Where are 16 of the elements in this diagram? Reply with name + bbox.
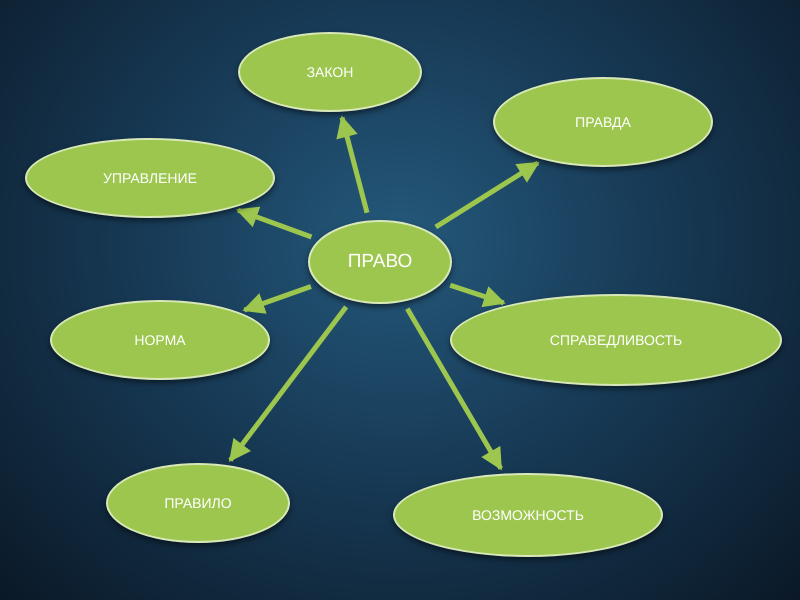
node-label: ВОЗМОЖНОСТЬ	[472, 507, 584, 523]
node-label: НОРМА	[134, 332, 186, 348]
arrow	[242, 284, 312, 314]
node-label: ЗАКОН	[306, 64, 354, 80]
arrow	[405, 307, 503, 470]
arrow	[434, 160, 540, 230]
node-label: ПРАВДА	[575, 114, 631, 130]
arrow	[336, 115, 370, 214]
node-label: СПРАВЕДЛИВОСТЬ	[550, 332, 682, 348]
node-label: УПРАВЛЕНИЕ	[103, 170, 197, 186]
node-label: ПРАВИЛО	[164, 495, 232, 511]
arrow	[449, 282, 506, 308]
arrow	[228, 305, 348, 462]
arrow	[236, 206, 312, 240]
node-label: ПРАВО	[348, 251, 412, 273]
ellipse-node	[308, 220, 452, 304]
